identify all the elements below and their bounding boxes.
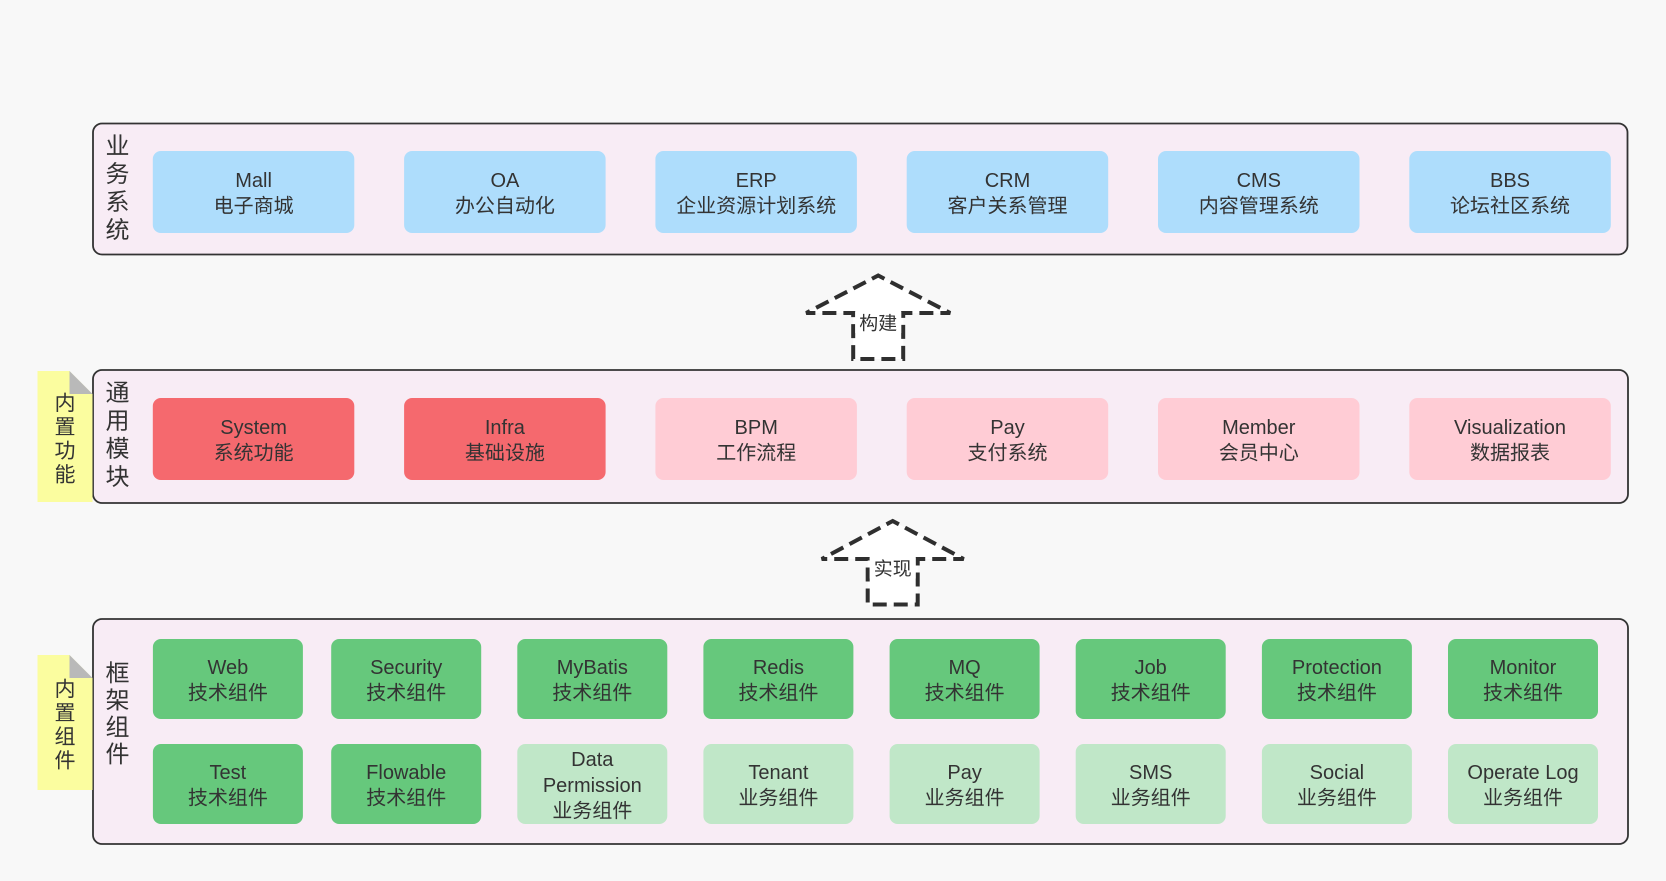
svg-text:BBS: BBS	[1490, 170, 1530, 192]
svg-text:Web: Web	[208, 657, 249, 679]
svg-text:Operate Log: Operate Log	[1467, 762, 1578, 784]
svg-text:System: System	[220, 417, 287, 439]
svg-text:Visualization: Visualization	[1454, 417, 1566, 439]
svg-text:OA: OA	[490, 170, 520, 192]
svg-text:Pay: Pay	[990, 417, 1024, 439]
svg-text:Security: Security	[370, 657, 442, 679]
svg-text:CMS: CMS	[1237, 170, 1281, 192]
svg-text:Pay: Pay	[947, 762, 981, 784]
svg-text:Mall: Mall	[235, 170, 272, 192]
svg-text:Job: Job	[1135, 657, 1167, 679]
svg-text:MyBatis: MyBatis	[557, 657, 628, 679]
svg-text:Redis: Redis	[753, 657, 804, 679]
svg-text:CRM: CRM	[985, 170, 1031, 192]
svg-text:ERP: ERP	[736, 170, 777, 192]
svg-text:Permission: Permission	[543, 775, 642, 797]
svg-text:SMS: SMS	[1129, 762, 1172, 784]
svg-text:Monitor: Monitor	[1490, 657, 1557, 679]
svg-text:Protection: Protection	[1292, 657, 1382, 679]
svg-text:Tenant: Tenant	[748, 762, 808, 784]
svg-text:Flowable: Flowable	[366, 762, 446, 784]
svg-text:MQ: MQ	[948, 657, 980, 679]
svg-text:Test: Test	[210, 762, 247, 784]
svg-text:Infra: Infra	[485, 417, 526, 439]
svg-text:Member: Member	[1222, 417, 1296, 439]
svg-text:BPM: BPM	[735, 417, 778, 439]
svg-text:Data: Data	[571, 749, 614, 771]
svg-text:Social: Social	[1310, 762, 1364, 784]
